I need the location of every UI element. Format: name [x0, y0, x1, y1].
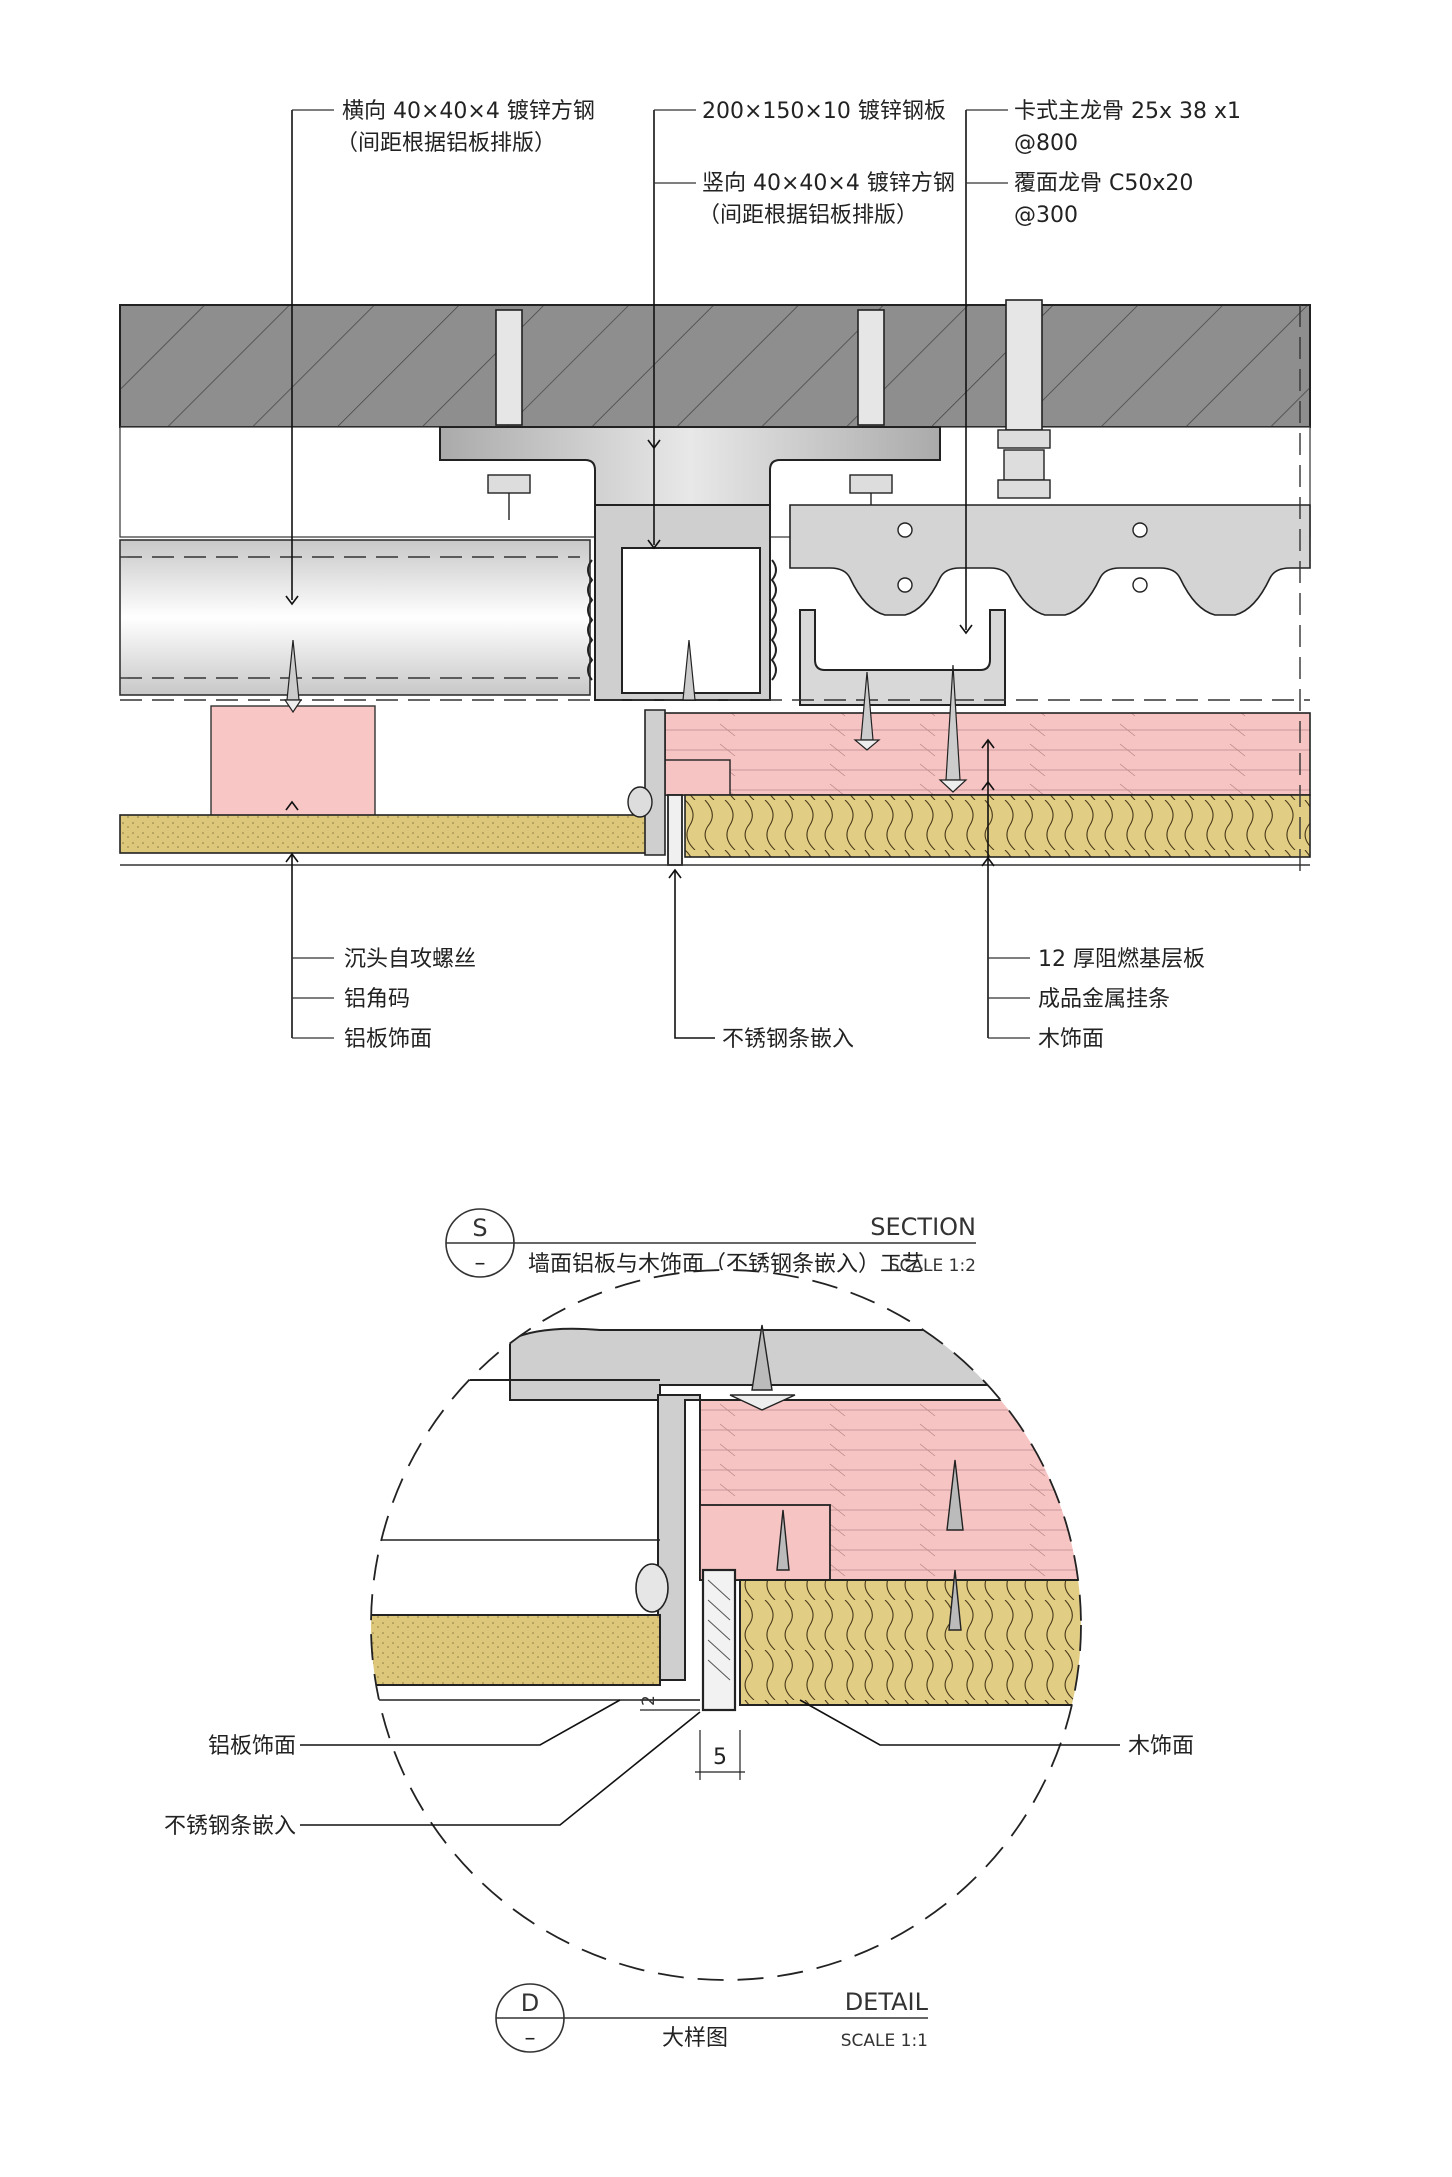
horizontal-steel-tube — [119, 539, 591, 696]
detail-title-block: D – DETAIL 大样图 SCALE 1:1 — [495, 1983, 929, 2053]
wood-veneer — [684, 794, 1311, 858]
section-type: SECTION — [870, 1213, 976, 1241]
label-base-board: 12 厚阻燃基层板 — [1038, 947, 1205, 972]
detail-label-alu-panel: 铝板饰面 — [208, 1734, 296, 1759]
section-symbol: S — [472, 1214, 487, 1242]
label-horizontal-steel-note: （间距根据铝板排版） — [336, 131, 556, 156]
stainless-steel-inlay — [667, 794, 683, 866]
self-tapping-screw — [682, 639, 696, 701]
dim-width: 5 — [713, 1745, 727, 1770]
detail-symbol: D — [521, 1989, 539, 2017]
label-steel-plate: 200×150×10 镀锌钢板 — [702, 99, 946, 124]
cover-keel — [799, 609, 1006, 706]
section-title-block: S – SECTION 墙面铝板与木饰面（不锈钢条嵌入）工艺 SCALE 1:2 — [445, 1208, 976, 1278]
expansion-bolt — [997, 299, 1051, 499]
dim-gap: 2 — [639, 1695, 659, 1706]
label-hanger: 成品金属挂条 — [1038, 987, 1170, 1012]
label-vertical-steel: 竖向 40×40×4 镀锌方钢 — [702, 171, 955, 196]
label-alu-panel: 铝板饰面 — [344, 1027, 432, 1052]
label-main-keel-spacing: @800 — [1014, 131, 1078, 156]
detail-label-wood: 木饰面 — [1128, 1734, 1194, 1759]
aluminum-panel — [119, 814, 651, 854]
detail-drawing: 5 2 铝板饰面 不锈钢条嵌入 木饰面 — [164, 1269, 1194, 1981]
detail-title: 大样图 — [662, 2026, 728, 2051]
wood-screw — [938, 664, 968, 793]
self-tapping-screw — [283, 639, 303, 714]
label-main-keel: 卡式主龙骨 25x 38 x1 — [1014, 99, 1241, 124]
detail-sub-symbol: – — [525, 2026, 536, 2051]
detail-scale: SCALE 1:1 — [841, 2031, 928, 2051]
label-cover-keel-spacing: @300 — [1014, 203, 1078, 228]
anchor-bolt — [487, 309, 531, 520]
label-inlay: 不锈钢条嵌入 — [722, 1027, 854, 1052]
label-cover-keel: 覆面龙骨 C50x20 — [1014, 171, 1193, 196]
wood-screw — [853, 671, 881, 751]
main-keel — [789, 504, 1311, 616]
label-angle: 铝角码 — [344, 987, 410, 1012]
label-vertical-steel-note: （间距根据铝板排版） — [698, 203, 918, 228]
detail-type: DETAIL — [845, 1988, 929, 2016]
label-screw: 沉头自攻螺丝 — [344, 947, 476, 972]
label-wood: 木饰面 — [1038, 1027, 1104, 1052]
concrete-slab — [119, 304, 1311, 428]
section-sub-symbol: – — [475, 1251, 486, 1276]
section-scale: SCALE 1:2 — [889, 1256, 976, 1276]
label-horizontal-steel: 横向 40×40×4 镀锌方钢 — [342, 99, 595, 124]
section-drawing: 横向 40×40×4 镀锌方钢 （间距根据铝板排版） 200×150×10 镀锌… — [119, 99, 1311, 1052]
detail-label-inlay: 不锈钢条嵌入 — [164, 1814, 296, 1839]
